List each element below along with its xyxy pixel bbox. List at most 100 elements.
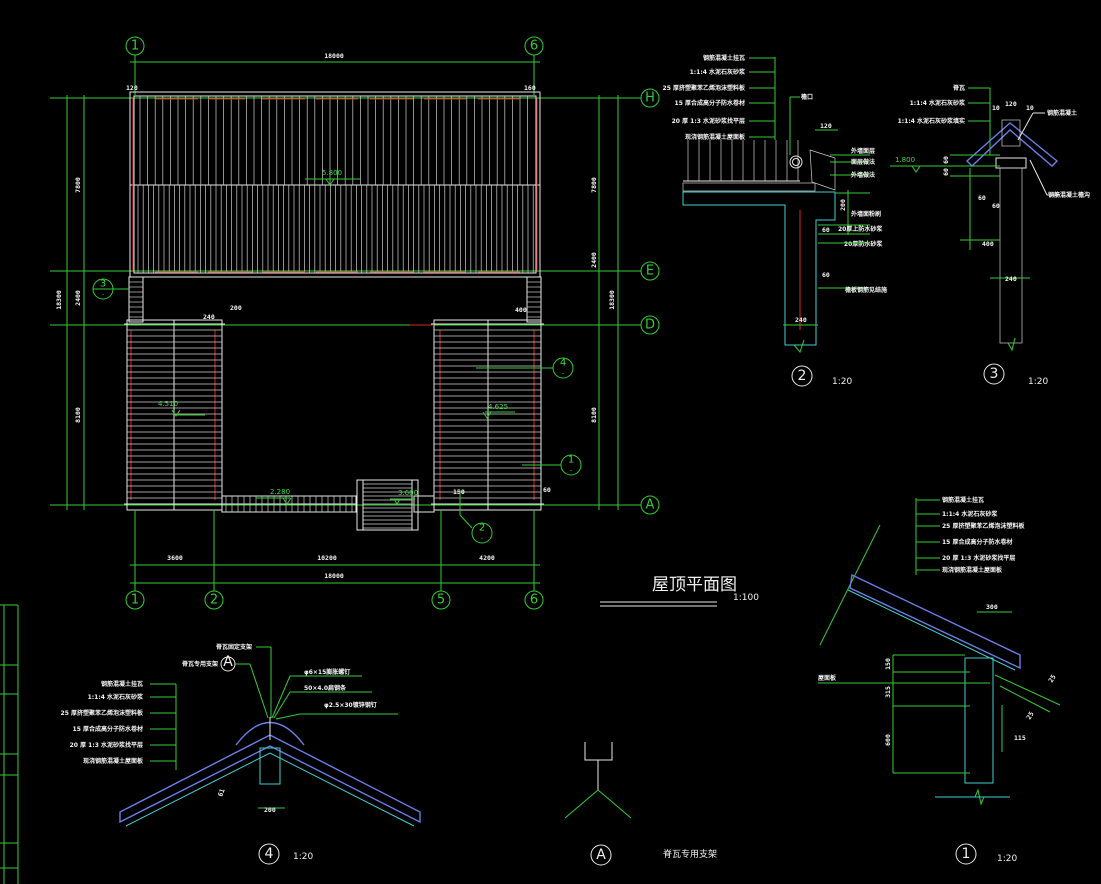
detail-A-caption: 脊瓦专用支架 — [663, 848, 717, 860]
plan-title: 屋顶平面图 1:100 — [600, 575, 759, 607]
detail-3-num: 3 — [990, 366, 999, 382]
axis-bubble-bottom-1: 1 — [125, 590, 145, 610]
gate-roof-outline — [356, 479, 419, 531]
detail-dim: 200 — [839, 199, 847, 211]
small-dim: 120 — [126, 84, 138, 92]
dim-top-overall: 18000 — [324, 52, 344, 60]
layer-label: 25 厚挤塑聚苯乙烯泡沫塑料板 — [61, 709, 144, 717]
dim-right-overall: 18300 — [608, 290, 616, 310]
detail-dim: 10 — [1026, 104, 1034, 112]
axis-label: D — [645, 318, 655, 333]
axis-bubble-D: D — [640, 315, 660, 335]
elevation-label: 1.800 — [895, 156, 915, 164]
detail-dim: 315 — [884, 686, 892, 698]
small-dim: 150 — [453, 488, 465, 496]
detail-1-num: 1 — [962, 846, 971, 862]
axis-label: 6 — [530, 39, 538, 54]
elevation-main-roof: 5.800 — [305, 169, 360, 186]
main-roof-tile-lines — [137, 96, 534, 273]
elevation-label: 4.625 — [488, 403, 508, 411]
section-mark-num: 3 — [100, 279, 106, 290]
dim-bottom-1: 3600 — [167, 554, 183, 562]
axis-label: 5 — [437, 593, 445, 608]
section-mark-num: 4 — [560, 358, 566, 369]
detail-dim: 60 — [978, 194, 986, 202]
dim-left-3: 8100 — [74, 407, 82, 423]
elevation-right-wing: 4.625 — [482, 403, 515, 419]
detail-label: 外墙做法 — [850, 171, 875, 179]
detail-dim: 200 — [264, 806, 276, 814]
gate-tile-lines — [363, 483, 412, 529]
section-mark-num: 1 — [568, 455, 574, 466]
axis-bubble-bottom-2: 2 — [204, 590, 224, 610]
detail-3: 脊瓦 1:1:4 水泥石灰砂浆 1:1:4 水泥石灰砂浆填实 钢筋混凝土 钢筋混… — [890, 84, 1090, 387]
section-mark-1[interactable]: 1 - — [522, 454, 582, 476]
detail-dim: 400 — [982, 240, 994, 248]
corridor-tile-lines — [225, 496, 353, 512]
detail-dim: 25 — [1047, 673, 1058, 684]
detail-dim: 120 — [820, 122, 832, 130]
axis-bubble-top-6: 6 — [524, 36, 544, 56]
dim-left-overall: 18300 — [55, 290, 63, 310]
layer-label: 15 厚合成高分子防水卷材 — [675, 99, 745, 107]
detail-dim: 60 — [942, 168, 950, 176]
detail-dim: 25 — [1025, 710, 1036, 721]
elevation-label: 4.510 — [158, 400, 178, 408]
dim-bottom-3: 4200 — [479, 554, 495, 562]
layer-label: 1:1:4 水泥石灰砂浆 — [942, 510, 998, 518]
detail-2: 钢筋混凝土挂瓦 1:1:4 水泥石灰砂浆 25 厚挤塑聚苯乙烯泡沫塑料板 15 … — [663, 54, 887, 387]
detail-dim: 60 — [822, 226, 830, 234]
detail-3-bubble — [983, 363, 1005, 385]
axis-label: 1 — [131, 39, 139, 54]
detail-label: 檐板钢筋见结施 — [845, 286, 887, 294]
detail-label: 外墙面粉刷 — [850, 210, 881, 218]
section-mark-4[interactable]: 4 - — [476, 357, 574, 379]
detail-dim: 10 — [992, 104, 1000, 112]
small-dim: 240 — [203, 313, 215, 321]
section-mark-2[interactable]: 2 - — [459, 490, 493, 544]
detail-label: 脊瓦 — [952, 84, 965, 92]
axis-label: 1 — [131, 593, 139, 608]
layer-label: 25 厚挤塑聚苯乙烯泡沫塑料板 — [942, 522, 1025, 530]
detail-A: A 脊瓦专用支架 — [564, 742, 717, 866]
layer-label: 钢筋混凝土挂瓦 — [101, 680, 143, 688]
elevation-corridor: 2.280 — [256, 488, 292, 505]
section-mark-3[interactable]: 3 - — [92, 278, 130, 300]
axis-bubble-E: E — [640, 261, 660, 281]
section-mark-sheet: - — [102, 292, 104, 299]
layer-label: 1:1:4 水泥石灰砂浆 — [690, 68, 746, 76]
detail-dim: 60 — [822, 271, 830, 279]
layer-label: 15 厚合成高分子防水卷材 — [942, 538, 1012, 546]
detail-label: 脊瓦固定支架 — [215, 643, 252, 651]
title-block — [0, 604, 19, 884]
dim-right-1: 7800 — [590, 177, 598, 193]
detail-1-scale: 1:20 — [997, 854, 1017, 864]
detail-label: 1:1:4 水泥石灰砂浆 — [910, 99, 966, 107]
fastener-label: 50×4.0扁钢条 — [304, 684, 347, 692]
section-mark-sheet: - — [481, 536, 483, 543]
detail-2-num: 2 — [798, 368, 807, 384]
axis-bubble-A: A — [640, 495, 660, 515]
detail-dim: 115 — [1014, 734, 1026, 742]
detail-A-num: A — [596, 847, 606, 863]
detail-dim: 240 — [795, 316, 807, 324]
detail-4-bubble — [258, 843, 280, 865]
layer-label: 现浇钢筋混凝土屋面板 — [83, 757, 144, 765]
detail-2-scale: 1:20 — [832, 377, 852, 387]
detail-dim: 60 — [992, 202, 1000, 210]
roof-plan: 18000 1 6 H E D A 18300 7800 2400 8100 1… — [50, 36, 660, 610]
detail-label: 檐口 — [801, 93, 813, 101]
detail-1: 钢筋混凝土挂瓦 1:1:4 水泥石灰砂浆 25 厚挤塑聚苯乙烯泡沫塑料板 15 … — [818, 496, 1061, 865]
main-roof-eave-red — [132, 98, 538, 273]
layer-label: 20 厚 1:3 水泥砂浆找平层 — [70, 741, 143, 749]
layer-label: 20 厚 1:3 水泥砂浆找平层 — [672, 117, 745, 125]
detail-dim: 240 — [1005, 275, 1017, 283]
right-wing-tile-lines — [434, 329, 541, 499]
axis-label: E — [646, 264, 654, 279]
elevation-label: 5.800 — [322, 169, 342, 177]
elevation-label: 3.600 — [398, 489, 418, 497]
detail-dim: 300 — [986, 603, 998, 611]
section-mark-num: 2 — [479, 523, 485, 534]
detail-dim: 60 — [942, 156, 950, 164]
